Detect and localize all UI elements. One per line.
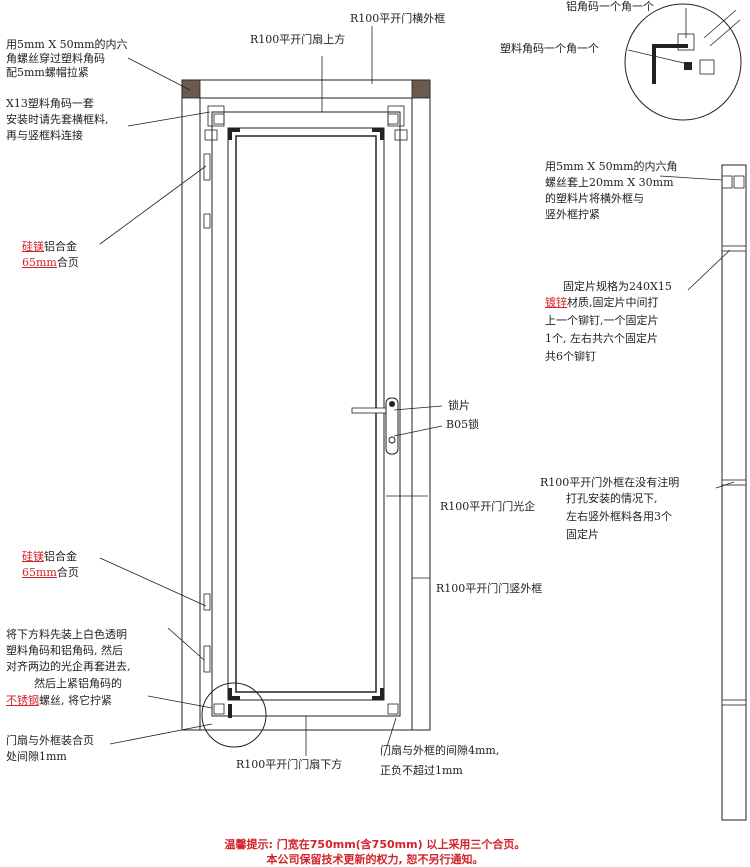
label-fixing-line5: 共6个铆钉 <box>545 350 596 363</box>
label-screw-top-line1: 用5mm X 50mm的内六 <box>6 38 128 51</box>
label-lock: B05锁 <box>446 418 480 431</box>
label-bottom-line3: 对齐两边的光企再套进去, <box>6 660 131 673</box>
hinge-bottom-material-red: 硅镁 <box>22 550 44 563</box>
label-bottom-sash: R100平开门门扇下方 <box>236 758 343 771</box>
label-hinge-gap-line2: 处间隙1mm <box>6 750 67 763</box>
label-frame-note-line4: 固定片 <box>566 528 599 541</box>
label-fixing-line1: 固定片规格为240X15 <box>563 280 672 293</box>
fixing-material-red: 镀锌 <box>545 296 567 309</box>
label-bottom-line1: 将下方料先装上白色透明 <box>6 628 127 641</box>
fixing-material-rest: 材质,固定片中间打 <box>567 296 659 309</box>
label-hinge-top-size: 65mm合页 <box>22 256 79 270</box>
label-top-frame: R100平开门横外框 <box>350 12 446 25</box>
label-hinge-gap-line1: 门扇与外框装合页 <box>6 734 94 747</box>
door-sash <box>211 111 401 717</box>
label-right-screw-line4: 竖外框拧紧 <box>545 208 600 221</box>
label-top-sash: R100平开门扇上方 <box>250 33 346 46</box>
label-bottom-line5: 不锈钢螺丝, 将它拧紧 <box>6 694 112 708</box>
side-frame-profile <box>721 164 747 821</box>
label-x13-line1: X13塑料角码一套 <box>6 97 94 110</box>
label-fixing-line4: 1个, 左右共六个固定片 <box>545 332 658 345</box>
outer-frame-inner-edge <box>199 97 413 731</box>
hinge-top-material-red: 硅镁 <box>22 240 44 253</box>
detail-circle-top <box>624 3 742 121</box>
label-hinge-bottom: 硅镁铝合金 <box>22 550 77 564</box>
label-right-screw-line1: 用5mm X 50mm的内六角 <box>545 160 678 173</box>
label-fixing-line3: 上一个铆钉,一个固定片 <box>545 314 659 327</box>
leader-lines <box>99 8 735 757</box>
bottom-material-rest: 螺丝, 将它拧紧 <box>39 694 112 707</box>
corner-code-boxes <box>204 9 745 715</box>
label-screw-top-line2: 角螺丝穿过塑料角码 <box>6 52 105 65</box>
label-hinge-bottom-size: 65mm合页 <box>22 566 79 580</box>
footer-note-line2: 本公司保留技术更新的权力, 恕不另行通知。 <box>266 853 484 866</box>
label-glass-bead: R100平开门门光企 <box>440 500 536 513</box>
label-alu-corner-detail: 铝角码一个角一个 <box>566 0 654 13</box>
label-frame-note-line1: R100平开门外框在没有注明 <box>540 476 680 489</box>
label-fixing-line2: 镀锌材质,固定片中间打 <box>545 296 659 310</box>
label-x13-line2: 安装时请先套横框料, <box>6 113 109 126</box>
hinge-bottom-material: 铝合金 <box>44 550 77 563</box>
fixing-plates <box>721 245 747 706</box>
label-screw-top-line3: 配5mm螺帽拉紧 <box>6 66 89 79</box>
hinge-bottom-word: 合页 <box>56 566 79 579</box>
hinge-top-word: 合页 <box>56 256 79 269</box>
label-gap-line1: 门扇与外框的间隙4mm, <box>380 744 500 757</box>
corner-block-top-left <box>181 79 201 99</box>
label-plastic-corner-detail: 塑料角码一个角一个 <box>500 42 599 55</box>
label-gap-line2: 正负不超过1mm <box>380 764 463 777</box>
label-vertical-frame: R100平开门门竖外框 <box>436 582 543 595</box>
label-hinge-top: 硅镁铝合金 <box>22 240 77 254</box>
label-bottom-line2: 塑料角码和铝角码, 然后 <box>6 644 123 657</box>
footer-note-line1: 温馨提示: 门宽在750mm(含750mm) 以上采用三个合页。 <box>224 838 526 851</box>
hinge-bottom-size-red: 65mm <box>22 566 57 579</box>
label-right-screw-line3: 的塑料片将横外框与 <box>545 192 644 205</box>
corner-block-top-right <box>411 79 431 99</box>
label-right-screw-line2: 螺丝套上20mm X 30mm <box>545 176 674 189</box>
label-lock-plate: 锁片 <box>448 399 470 412</box>
corner-brackets <box>228 44 692 718</box>
lock-assembly <box>351 397 399 455</box>
hinge-top-material: 铝合金 <box>44 240 77 253</box>
glass-panel <box>235 135 377 693</box>
label-x13-line3: 再与竖框料连接 <box>6 129 83 142</box>
hinge-top-size-red: 65mm <box>22 256 57 269</box>
label-frame-note-line3: 左右竖外框料各用3个 <box>566 510 672 523</box>
sash-inner-edge <box>227 127 385 701</box>
bottom-material-red: 不锈钢 <box>6 694 39 707</box>
detail-circle-bottom <box>201 682 267 748</box>
hinges <box>203 153 211 673</box>
label-frame-note-line2: 打孔安装的情况下, <box>566 492 658 505</box>
label-bottom-line4: 然后上紧铝角码的 <box>34 677 122 690</box>
